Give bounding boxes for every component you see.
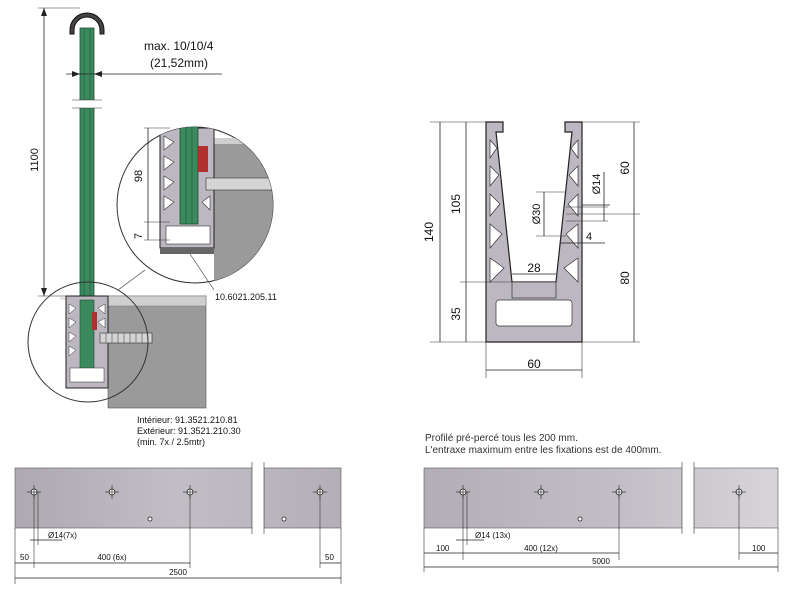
height-label: 1100 xyxy=(29,148,41,172)
handrail xyxy=(69,12,105,35)
detail-circle-small xyxy=(27,281,149,403)
section-h140: 140 xyxy=(422,222,436,242)
section-d4: 4 xyxy=(586,231,592,243)
section-h80: 80 xyxy=(618,271,632,285)
anchor-min: (min. 7x / 2.5mtr) xyxy=(137,437,205,447)
bar-b-spacing: 400 (12x) xyxy=(524,544,558,553)
installation-view xyxy=(27,7,274,409)
bar-b-hole: Ø14 (13x) xyxy=(475,531,511,540)
bar-b-total: 5000 xyxy=(592,557,610,566)
glass-thickness-mm: (21,52mm) xyxy=(150,56,208,70)
profile-bar-5000 xyxy=(423,462,779,572)
profile-part-number: 10.6021.205.11 xyxy=(215,292,277,302)
section-d14: Ø14 xyxy=(591,174,603,195)
bar-a-edge: 50 xyxy=(20,553,29,562)
anchor-exterior: Extérieur: 91.3521.210.30 xyxy=(137,426,241,436)
section-h60: 60 xyxy=(618,161,632,175)
section-w28: 28 xyxy=(527,261,541,275)
section-d30: Ø30 xyxy=(531,204,543,225)
dim-7: 7 xyxy=(133,233,145,239)
bar-a-spacing: 400 (6x) xyxy=(97,553,127,562)
bar-b-edge-right: 100 xyxy=(752,544,766,553)
profile-bar-2500 xyxy=(14,462,342,584)
section-h105: 105 xyxy=(449,194,463,214)
bar-a-total: 2500 xyxy=(169,568,187,577)
section-h35: 35 xyxy=(449,307,463,321)
section-w60: 60 xyxy=(527,357,541,371)
anchor-bolt xyxy=(99,332,153,344)
bar-a-hole: Ø14(7x) xyxy=(48,531,77,540)
cross-section xyxy=(430,121,640,378)
note-line-1: Profilé pré-percé tous les 200 mm. xyxy=(425,433,578,444)
dim-98: 98 xyxy=(133,170,145,182)
bar-b-edge: 100 xyxy=(436,544,450,553)
glass-thickness-label: max. 10/10/4 xyxy=(144,39,214,53)
bar-a-edge-right: 50 xyxy=(325,553,334,562)
anchor-interior: Intérieur: 91.3521.210.81 xyxy=(137,415,238,425)
note-line-2: L'entraxe maximum entre les fixations es… xyxy=(425,445,662,456)
